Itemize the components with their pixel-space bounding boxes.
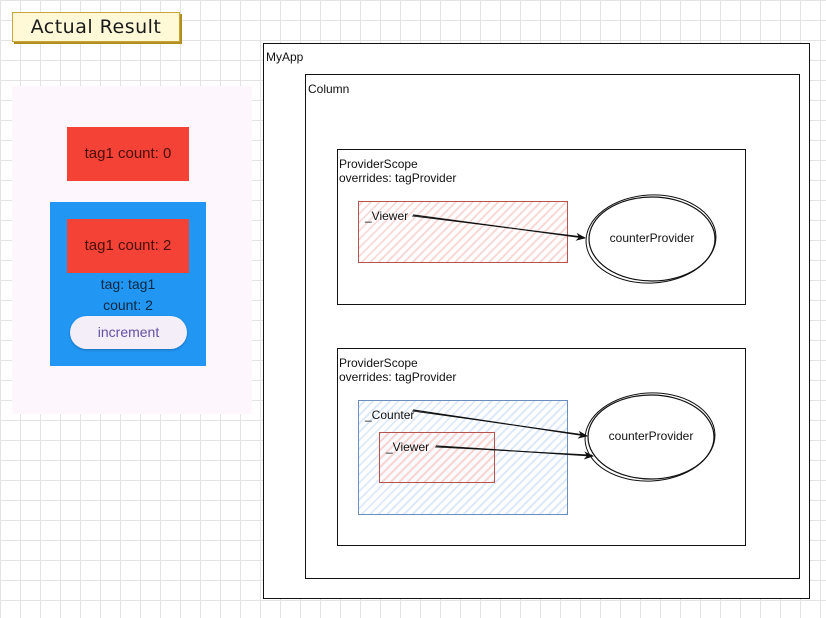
title-note: Actual Result	[12, 12, 180, 42]
column-label: Column	[308, 82, 350, 96]
counter-node-label: _Counter	[365, 408, 415, 422]
counter-provider-label-2: counterProvider	[608, 429, 694, 443]
viewer-node-2: _Viewer	[379, 432, 495, 483]
viewer-node-2-label: _Viewer	[386, 440, 430, 454]
provider-scope-2: ProviderScope overrides: tagProvider	[337, 348, 746, 546]
provider-scope-1: ProviderScope overrides: tagProvider	[337, 149, 746, 305]
column-frame: Column	[305, 74, 800, 579]
tag-text: tag: tag1	[100, 276, 156, 292]
tag-count-box-top: tag1 count: 0	[67, 127, 189, 181]
increment-button[interactable]: increment	[70, 316, 187, 349]
count-text: count: 2	[103, 297, 153, 313]
counter-provider-label-1: counterProvider	[609, 231, 695, 245]
provider-scope-1-title: ProviderScope	[339, 157, 418, 171]
tag-count-box-bottom: tag1 count: 2	[67, 219, 189, 273]
provider-scope-2-overrides: overrides: tagProvider	[339, 370, 457, 384]
myapp-label: MyApp	[266, 50, 304, 64]
viewer-node-1: _Viewer	[358, 201, 568, 263]
provider-scope-1-overrides: overrides: tagProvider	[339, 171, 457, 185]
viewer-node-1-label: _Viewer	[365, 209, 409, 223]
provider-scope-2-title: ProviderScope	[339, 356, 418, 370]
